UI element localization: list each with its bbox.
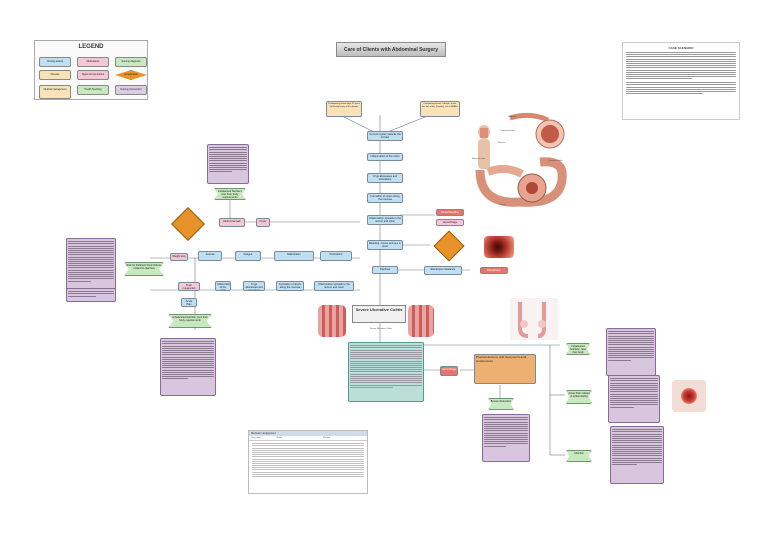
nursing-notes-box-bottom [160, 338, 216, 396]
diagnosis-banner-left: Risk for Deficient Fluid Volume related … [124, 262, 164, 276]
case-scenario-text [626, 52, 736, 95]
right-diagnosis-3: Infection [566, 450, 592, 462]
flow-step-7: Diarrhea [372, 266, 398, 274]
legend-item: Nursing intervention [115, 85, 147, 95]
legend-item: Nursing diagnosis [115, 57, 147, 67]
flow-step-5: Inflammation spreads to the rectum and c… [367, 215, 403, 225]
anatomy-label-stomach: Stomach [508, 116, 516, 118]
surgery-procedure-box: Proctocolectomy with ileal pouch-anal an… [474, 354, 536, 384]
anatomy-label-ulcerative: Ulcerative colitis [548, 160, 563, 162]
anatomy-label-ulcers: Ulcers [500, 204, 506, 206]
anatomy-label-rectum: Rectum [498, 142, 505, 144]
right-notes-3 [610, 426, 664, 484]
table-header: Drug class [251, 437, 261, 439]
legend-item: Nursing actions [39, 57, 71, 67]
anatomy-label-inflamed: Inflamed colon [472, 158, 486, 160]
right-notes-1 [606, 328, 656, 376]
hemorrhage-box: Hemorrhage [436, 219, 464, 226]
ileal-pouch-icon [518, 302, 546, 338]
table-header: Nursing [322, 437, 330, 439]
surgery-caption: Severe Ulcerative Colitis [370, 328, 392, 330]
perforation-box: Perforation [320, 251, 352, 261]
legend: LEGEND Nursing actions Medications Nursi… [34, 40, 148, 100]
malnutrition-box: Malnutrition [274, 251, 314, 261]
table-header: Action [276, 437, 283, 439]
legend-item: Medical management [39, 85, 71, 99]
nursing-notes-box-top [207, 144, 249, 184]
colon-anatomy-icon [475, 112, 567, 207]
pouch-diagram [510, 298, 558, 340]
colon-image-left [318, 305, 346, 337]
medical-management-table: Medical management Drug class Action Nur… [248, 430, 368, 494]
case-scenario: CASE SCENARIO [622, 42, 740, 120]
right-diagnosis-1: Imbalanced Nutrition: less than body req… [566, 343, 590, 355]
endoscopy-image [484, 236, 514, 258]
legend-item: Health Teaching [77, 85, 109, 95]
anemia-box: Anemia [198, 251, 222, 261]
abdominal-pain-box: Abdominal pain [219, 218, 245, 227]
fever-box: Fever [256, 218, 270, 227]
legend-item: Complication [115, 70, 147, 80]
stoma-image [672, 380, 706, 412]
central-banner: Severe Ulcerative Colitis [352, 305, 406, 323]
bottom-diagnosis: Bowel obstruction [488, 398, 514, 410]
precipitating-factors: Precipitating factors: Lifestyle, stress… [420, 101, 460, 117]
page-title: Care of Clients with Abdominal Surgery [336, 42, 446, 57]
fatigue-box: Fatigue [235, 251, 261, 261]
nursing-notes-box-left-2 [66, 288, 116, 302]
legend-item: Signs and symptoms [77, 70, 109, 80]
flow-step-2: Inflammation of the colon [367, 153, 403, 161]
table-body [249, 441, 367, 479]
toxic-megacolon-box: Toxic megacolon [178, 282, 200, 291]
flow-step-1: Immune system attacks the GI tract [367, 131, 403, 141]
left-flow-box-3: Formation of ulcers along the mucosa [276, 281, 304, 291]
rectal-bleeding-box: Rectal bleeding [436, 209, 464, 216]
central-banner-text: Severe Ulcerative Colitis [355, 307, 403, 312]
dehydration-box: Dehydration [480, 267, 508, 274]
predisposing-factors: Predisposing factors: Age: 35 years old … [326, 101, 362, 117]
diagnosis-banner-top: Imbalanced Nutrition: less than body req… [214, 188, 246, 200]
legend-item: Medications [77, 57, 109, 67]
right-diagnosis-2: Acute Pain related to inflammation [566, 390, 592, 404]
surgery-details-box [348, 342, 424, 402]
case-scenario-title: CASE SCENARIO [668, 46, 694, 50]
weight-loss-box: Weight loss [170, 253, 188, 261]
legend-item: Disease [39, 70, 71, 80]
flow-step-4: Formation of ulcers along the mucosa [367, 193, 403, 203]
flow-step-6: Bleeding, mucus and pus in stool [367, 240, 403, 250]
left-flow-box-1: Inflammation of the colon [215, 281, 231, 291]
legend-title: LEGEND [78, 44, 104, 50]
pain-node: Acute Pain related to inflammation [181, 298, 197, 307]
left-flow-box-2: Crypt abscesses and ulcerations [243, 281, 265, 291]
anatomy-label-colon: Transverse colon [500, 130, 516, 132]
left-flow-box-4: Inflammation spreads to the rectum and c… [314, 281, 354, 291]
anatomy-illustration: Stomach Transverse colon Rectum Inflamed… [470, 110, 570, 210]
bottom-notes [482, 414, 530, 462]
surgery-red-node: Hemorrhage [440, 366, 458, 376]
stoma-icon [681, 388, 697, 404]
diagnosis-banner-bottom: Imbalanced Nutrition: less than body req… [168, 314, 212, 328]
table-title: Medical management [249, 431, 367, 436]
electrolyte-box: Electrolyte imbalance [424, 266, 462, 275]
flow-step-3: Crypt abscesses and ulcerations [367, 173, 403, 183]
right-notes-2 [608, 375, 660, 423]
colon-image-right [408, 305, 434, 337]
